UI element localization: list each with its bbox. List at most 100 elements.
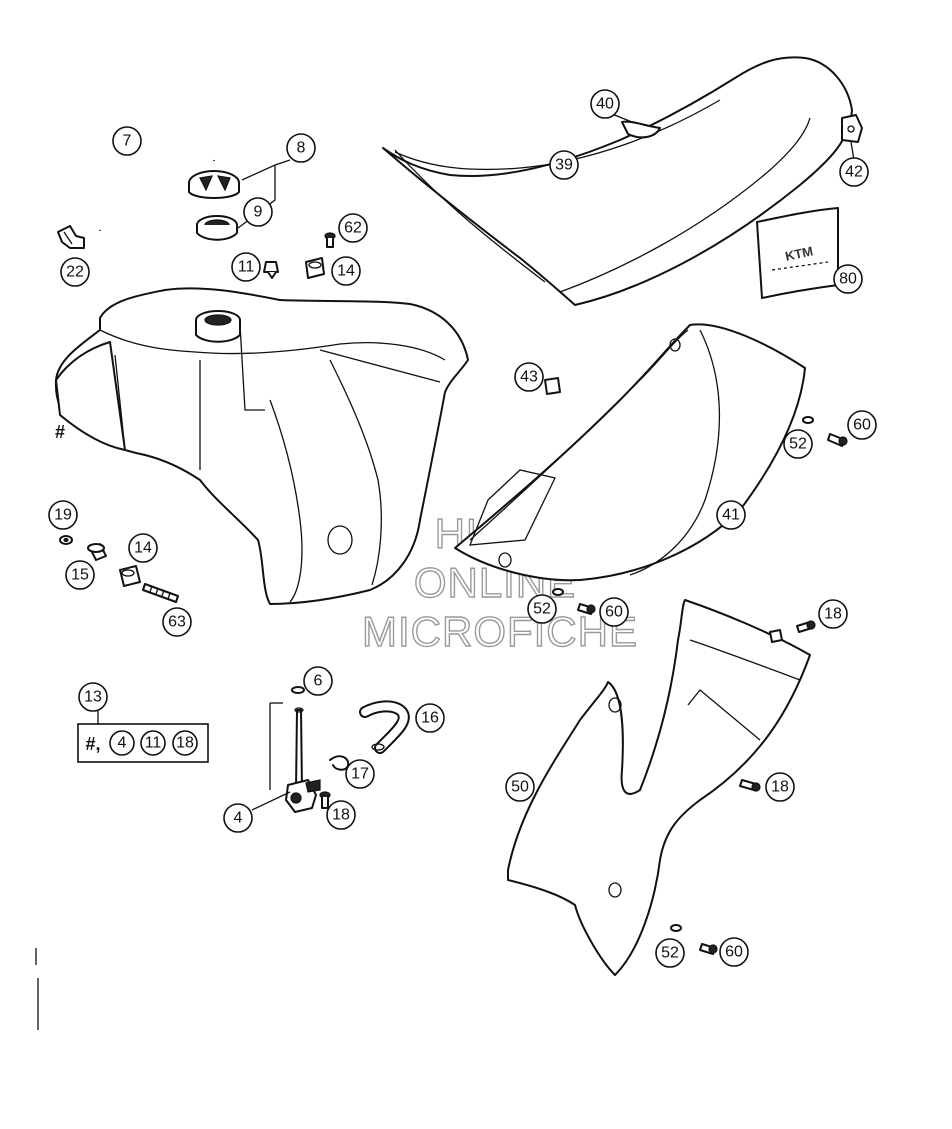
washer-52-lower — [670, 924, 682, 932]
svg-text:16: 16 — [421, 710, 439, 727]
callout-13: 13 — [78, 682, 108, 712]
svg-text:9: 9 — [254, 204, 263, 221]
svg-text:52: 52 — [661, 945, 679, 962]
kit-box: #, 4 11 18 — [77, 723, 209, 763]
svg-text:41: 41 — [722, 507, 740, 524]
svg-text:13: 13 — [84, 689, 102, 706]
fuel-hose — [359, 700, 410, 754]
callout-18-upper: 18 — [818, 599, 848, 629]
svg-text:22: 22 — [66, 264, 84, 281]
svg-text:50: 50 — [511, 779, 529, 796]
side-panel-50 — [507, 599, 811, 976]
callout-52-lower: 52 — [655, 938, 685, 968]
decal-logo-text: KTM — [784, 243, 815, 264]
seat-part — [382, 56, 863, 306]
svg-text:63: 63 — [168, 614, 186, 631]
washer-52-mid — [552, 588, 564, 596]
tank-marker: # — [55, 422, 65, 442]
callout-16: 16 — [415, 703, 445, 733]
callout-14-left: 14 — [128, 533, 158, 563]
svg-text:6: 6 — [314, 673, 323, 690]
svg-text:19: 19 — [54, 507, 72, 524]
callout-14-top: 14 — [331, 256, 361, 286]
screw-11 — [263, 261, 279, 279]
svg-text:18: 18 — [332, 807, 350, 824]
callout-41: 41 — [716, 500, 746, 530]
bolt-60-mid — [577, 603, 596, 615]
callout-80: 80 — [833, 264, 863, 294]
bolt-18-lower — [739, 779, 761, 792]
svg-text:7: 7 — [123, 133, 132, 150]
svg-text:18: 18 — [824, 606, 842, 623]
callout-60-upper: 60 — [847, 410, 877, 440]
svg-text:52: 52 — [789, 436, 807, 453]
svg-text:11: 11 — [238, 259, 255, 276]
bolt-63 — [142, 583, 179, 603]
callout-22: 22 — [60, 257, 90, 287]
callout-42: 42 — [839, 157, 869, 187]
svg-text:18: 18 — [176, 735, 194, 752]
svg-text:15: 15 — [71, 567, 89, 584]
callout-17: 17 — [345, 759, 375, 789]
svg-text:43: 43 — [520, 369, 538, 386]
hose-clamp — [329, 755, 350, 771]
svg-text:60: 60 — [725, 944, 743, 961]
svg-text:62: 62 — [344, 220, 362, 237]
svg-text:60: 60 — [853, 417, 871, 434]
callout-19: 19 — [48, 500, 78, 530]
callout-18-lower: 18 — [765, 772, 795, 802]
svg-text:14: 14 — [337, 263, 355, 280]
svg-text:14: 14 — [134, 540, 152, 557]
scan-edge-marks — [35, 948, 39, 1030]
svg-text:4: 4 — [234, 810, 243, 827]
washer-19 — [59, 535, 73, 545]
screw-18-petcock — [319, 791, 331, 809]
svg-text:60: 60 — [605, 604, 623, 621]
petcock — [269, 686, 321, 813]
ktm-decal: KTM — [756, 207, 839, 299]
svg-text:42: 42 — [845, 164, 863, 181]
fuel-tank: # — [55, 287, 469, 605]
callout-8: 8 — [286, 133, 316, 163]
elbow-fitting — [57, 225, 85, 249]
washer-52-upper — [802, 416, 814, 424]
kit-item-11: 11 — [140, 730, 166, 756]
callout-6: 6 — [303, 666, 333, 696]
svg-text:18: 18 — [771, 779, 789, 796]
svg-text:4: 4 — [118, 735, 127, 752]
callout-60-mid: 60 — [599, 597, 629, 627]
svg-text:39: 39 — [555, 157, 573, 174]
kit-prefix: #, — [85, 734, 100, 754]
callout-18-petcock: 18 — [326, 800, 356, 830]
callout-63: 63 — [162, 607, 192, 637]
callout-62: 62 — [338, 213, 368, 243]
kit-item-18: 18 — [172, 730, 198, 756]
svg-text:11: 11 — [145, 735, 162, 752]
callout-43: 43 — [514, 362, 544, 392]
svg-text:8: 8 — [297, 140, 306, 157]
watermark-line-3: MICROFICHE — [362, 608, 638, 655]
bolt-60-lower — [699, 943, 718, 955]
svg-text:52: 52 — [533, 601, 551, 618]
fuel-cap — [188, 170, 240, 241]
bolt-60-upper — [827, 433, 848, 447]
radiator-shroud-41 — [454, 323, 806, 582]
svg-text:80: 80 — [839, 271, 857, 288]
callout-40: 40 — [590, 89, 620, 119]
bushing-14-left — [119, 565, 141, 587]
kit-item-4: 4 — [109, 730, 135, 756]
screw-62 — [324, 232, 336, 248]
bolt-18-upper — [796, 620, 816, 633]
callout-4: 4 — [223, 803, 253, 833]
callout-52-upper: 52 — [783, 429, 813, 459]
callout-7: 7 — [112, 126, 142, 156]
svg-text:17: 17 — [351, 766, 369, 783]
svg-text:40: 40 — [596, 96, 614, 113]
callout-11: 11 — [231, 252, 261, 282]
bolt-15 — [87, 543, 107, 561]
grommet-43 — [544, 377, 561, 395]
vent-hose — [98, 123, 218, 231]
callout-9: 9 — [243, 197, 273, 227]
callout-60-lower: 60 — [719, 937, 749, 967]
